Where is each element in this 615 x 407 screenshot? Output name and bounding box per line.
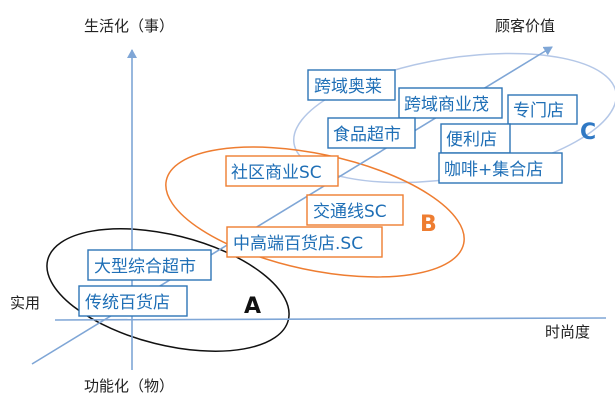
group-label-b: B — [420, 212, 437, 237]
box-chuantong-baihuodian-frame — [78, 285, 188, 317]
box-daxing-zonghe-chaoshi: 大型综合超市 — [94, 257, 196, 277]
box-shipin-chaoshi: 食品超市 — [333, 125, 401, 145]
box-zhuanmendian-frame — [507, 94, 578, 125]
box-shequ-shangye-sc-frame — [225, 155, 339, 187]
box-jiaotongxian-sc-frame — [306, 194, 404, 226]
ellipse-group-a — [46, 228, 290, 352]
box-zhonggaoduan-baihuodian-sc-frame — [226, 226, 383, 258]
horizontal-axis — [54, 317, 607, 321]
box-zhuanmendian: 专门店 — [513, 101, 564, 121]
group-label-a: A — [244, 294, 261, 319]
box-bianlidian-frame — [440, 123, 511, 154]
ellipse-group-b — [165, 146, 465, 278]
group-label-c: C — [580, 120, 596, 145]
box-kafei-jiheidian: 咖啡+集合店 — [444, 160, 543, 180]
axis-label-bottom: 功能化（物） — [84, 377, 174, 395]
box-zhonggaoduan-baihuodian-sc: 中高端百货店.SC — [233, 234, 363, 254]
box-kuayu-aolai-frame — [307, 69, 396, 101]
box-bianlidian: 便利店 — [446, 130, 497, 150]
box-kafei-jiheidian-frame — [438, 152, 563, 184]
axis-label-top: 生活化（事） — [84, 17, 174, 35]
box-chuantong-baihuodian: 传统百货店 — [85, 293, 170, 313]
axis-label-diagonal: 顾客价值 — [495, 17, 555, 35]
axis-label-right: 时尚度 — [545, 323, 590, 341]
box-shequ-shangye-sc: 社区商业SC — [231, 163, 322, 183]
box-daxing-zonghe-chaoshi-frame — [87, 249, 212, 281]
box-kuayu-shangyemao: 跨域商业茂 — [404, 95, 489, 115]
box-kuayu-shangyemao-frame — [398, 87, 503, 119]
box-jiaotongxian-sc: 交通线SC — [313, 202, 387, 222]
axis-label-left: 实用 — [10, 294, 40, 312]
box-kuayu-aolai: 跨域奥莱 — [314, 77, 382, 97]
box-shipin-chaoshi-frame — [327, 117, 416, 149]
